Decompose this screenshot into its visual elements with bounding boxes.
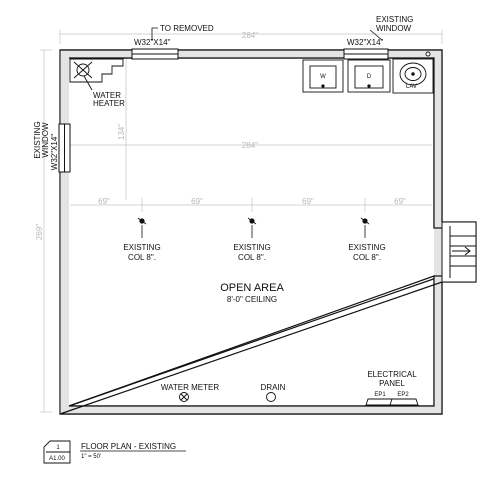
dryer-label: D — [367, 74, 372, 80]
window-left-note-1: EXISTING — [33, 121, 42, 158]
column-1-label-1: EXISTING — [123, 243, 160, 252]
room-ceiling: 8'-0" CEILING — [227, 295, 277, 304]
window-top-right-note-2: WINDOW — [376, 24, 412, 33]
window-top-right-size: W32"X14" — [347, 38, 384, 47]
dim-span-3: 69" — [302, 197, 314, 206]
column-3-label-1: EXISTING — [348, 243, 385, 252]
window-top-left-note: TO REMOVED — [160, 24, 214, 33]
dryer-symbol — [347, 59, 391, 93]
title-block-number: 1 — [56, 445, 60, 451]
window-top-left-size: W32"X14" — [134, 38, 171, 47]
column-1 — [137, 217, 147, 238]
window-top-right-note-1: EXISTING — [376, 15, 413, 24]
dim-top-width: 284" — [242, 31, 258, 40]
dim-left-height: 269" — [35, 224, 44, 240]
washer-symbol — [302, 59, 344, 93]
washer-label: W — [320, 74, 326, 80]
electrical-panels — [365, 398, 419, 406]
column-2-label-2: COL 8". — [238, 253, 266, 262]
column-1-label-2: COL 8". — [128, 253, 156, 262]
dim-water-heater-depth: 134" — [117, 124, 126, 140]
dim-span-4: 69" — [394, 197, 406, 206]
window-leaders — [151, 27, 383, 41]
room-name: OPEN AREA — [220, 282, 284, 294]
ep1-label: EP1 — [374, 392, 386, 398]
wall-lines — [59, 49, 443, 415]
water-heater-label-1: WATER — [93, 91, 121, 100]
window-top-right — [343, 48, 389, 60]
title-block-sheet: A1.00 — [49, 456, 65, 462]
window-left-size: W32"X14" — [50, 134, 59, 171]
title-block-tag — [43, 440, 71, 464]
dim-span-1: 69" — [98, 197, 110, 206]
window-left — [58, 123, 71, 173]
water-meter-symbol — [179, 392, 189, 402]
drain-symbol — [266, 392, 276, 402]
column-2-label-1: EXISTING — [233, 243, 270, 252]
electrical-panel-label-1: ELECTRICAL — [367, 370, 417, 379]
column-2 — [247, 217, 257, 238]
water-meter-label: WATER METER — [161, 383, 219, 392]
title-block-title: FLOOR PLAN - EXISTING — [81, 442, 176, 451]
lav-sink-symbol — [392, 51, 434, 94]
dim-span-2: 69" — [191, 197, 203, 206]
electrical-panel-label-2: PANEL — [379, 379, 405, 388]
column-3 — [360, 217, 370, 238]
water-heater-symbol — [69, 58, 124, 91]
ep2-label: EP2 — [397, 392, 409, 398]
title-block-scale: 1" = 50' — [81, 454, 101, 460]
window-left-note-2: WINDOW — [41, 122, 50, 158]
dimension-lines — [40, 30, 443, 413]
drain-label: DRAIN — [261, 383, 286, 392]
lav-label: LAV — [406, 84, 417, 90]
dim-inner-width: 284" — [242, 141, 258, 150]
water-heater-label-2: HEATER — [93, 99, 125, 108]
window-top-left — [131, 48, 179, 60]
column-3-label-2: COL 8". — [353, 253, 381, 262]
entry-stair — [441, 221, 477, 283]
